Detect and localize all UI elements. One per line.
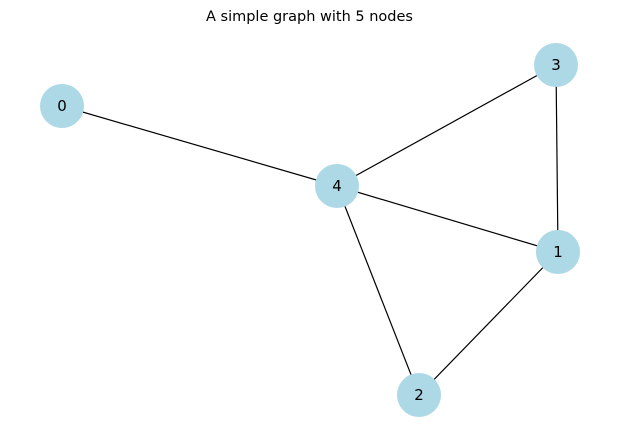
node-4: 4 xyxy=(315,164,359,208)
edge-3-1 xyxy=(555,64,559,253)
edge-4-3 xyxy=(336,64,557,187)
node-circle-2 xyxy=(397,373,441,417)
node-0: 0 xyxy=(40,84,84,128)
node-label-3: 3 xyxy=(551,56,561,74)
node-circle-0 xyxy=(40,84,84,128)
edge-4-2 xyxy=(336,185,420,396)
node-2: 2 xyxy=(397,373,441,417)
edge-1-2 xyxy=(418,251,559,396)
node-circle-4 xyxy=(315,164,359,208)
diagram-title: A simple graph with 5 nodes xyxy=(205,9,413,25)
edge-0-4 xyxy=(61,105,338,187)
node-circle-1 xyxy=(536,230,580,274)
node-label-0: 0 xyxy=(57,97,67,115)
nodes-layer: 0 1 2 3 4 xyxy=(40,43,580,417)
edge-4-1 xyxy=(336,185,559,253)
node-3: 3 xyxy=(534,43,578,87)
node-1: 1 xyxy=(536,230,580,274)
node-label-4: 4 xyxy=(332,177,342,195)
node-label-2: 2 xyxy=(414,386,424,404)
node-circle-3 xyxy=(534,43,578,87)
node-label-1: 1 xyxy=(553,243,563,261)
edges-layer xyxy=(61,64,559,396)
